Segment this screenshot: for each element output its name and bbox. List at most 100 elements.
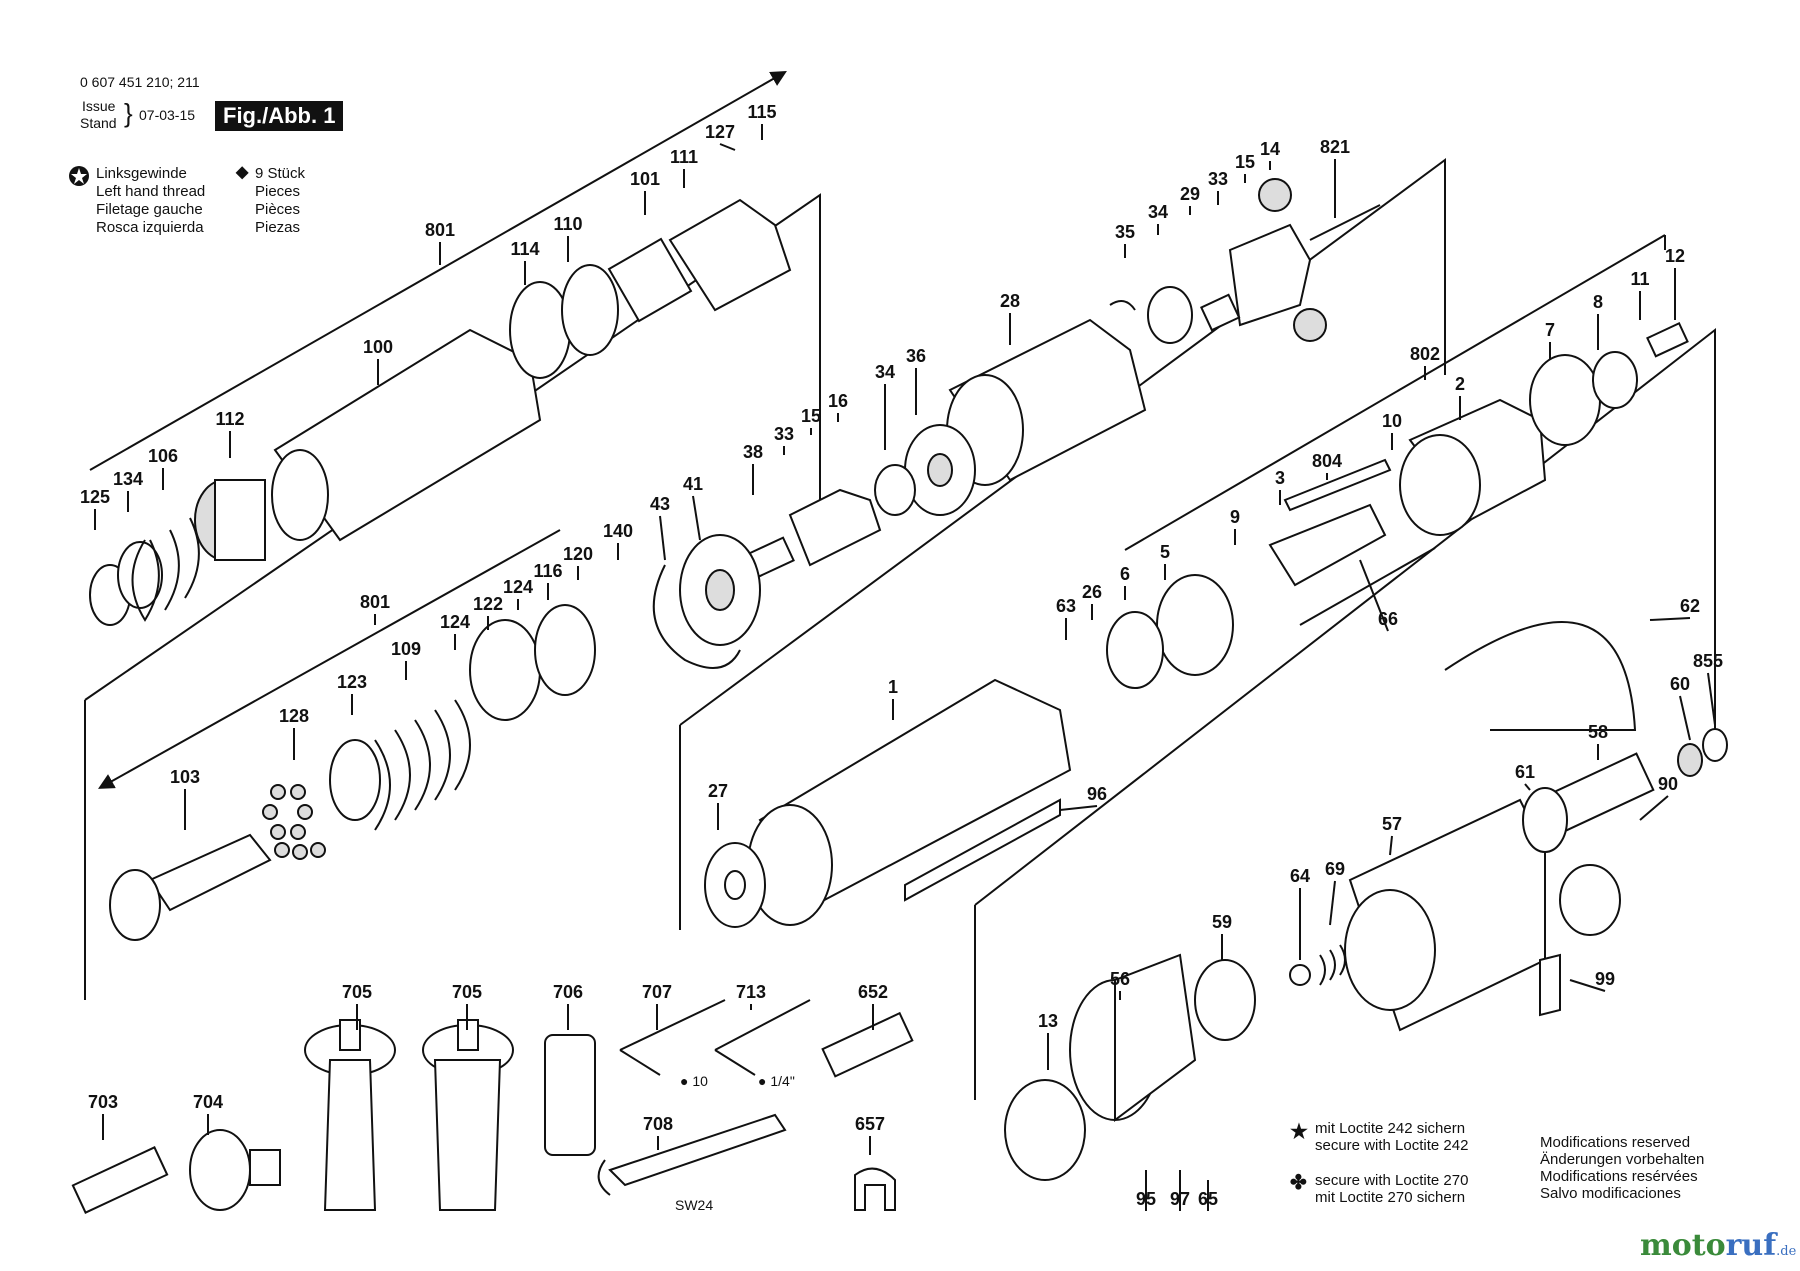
part-56-label: 56 xyxy=(1110,969,1130,989)
part-801-bottom-label: 801 xyxy=(360,592,390,612)
bearing-41 xyxy=(679,534,761,646)
note-loctite-242: mit Loctite 242 sichern secure with Loct… xyxy=(1315,1120,1468,1154)
part-33-mid-label: 33 xyxy=(774,424,794,444)
star-circle-icon xyxy=(69,166,89,186)
part-15-mid-label: 15 xyxy=(801,406,821,426)
part-705-b-label: 705 xyxy=(452,982,482,1002)
part-58-label: 58 xyxy=(1588,722,1608,742)
part-140-label: 140 xyxy=(603,521,633,541)
plate-13 xyxy=(1004,1079,1086,1181)
part-804-label: 804 xyxy=(1312,451,1342,471)
balls-128 xyxy=(262,784,326,860)
ring-110 xyxy=(561,264,619,356)
washer-34 xyxy=(874,464,916,516)
part-12-label: 12 xyxy=(1665,246,1685,266)
part-8-label: 8 xyxy=(1593,292,1603,312)
part-11-label: 11 xyxy=(1630,269,1649,289)
mod-fr: Modifications resérvées xyxy=(1540,1168,1698,1185)
star-icon: ★ xyxy=(1290,1121,1308,1143)
part-128-label: 128 xyxy=(279,706,309,726)
legend-left-hand-thread: Linksgewinde Left hand thread Filetage g… xyxy=(96,165,205,237)
part-9-label: 9 xyxy=(1230,507,1240,527)
part-112-label: 112 xyxy=(215,409,244,429)
part-124-a-label: 124 xyxy=(503,577,533,597)
axis-line-right xyxy=(1124,234,1666,551)
legend-pieces-en: Pieces xyxy=(255,183,301,200)
clover-icon: ✤ xyxy=(1290,1172,1307,1194)
part-5-label: 5 xyxy=(1160,542,1170,562)
part-90-label: 90 xyxy=(1658,774,1678,794)
clip-43 xyxy=(652,564,741,669)
tube-1 xyxy=(747,678,1072,926)
part-28-label: 28 xyxy=(1000,291,1020,311)
note-242-en: secure with Loctite 242 xyxy=(1315,1137,1469,1154)
part-43-leader xyxy=(659,515,666,561)
label-96 xyxy=(904,798,1061,902)
part-64-label: 64 xyxy=(1290,866,1310,886)
washer-27 xyxy=(704,842,766,928)
screw-12 xyxy=(1646,322,1689,358)
part-705-a-label: 705 xyxy=(342,982,372,1002)
hex-10-text: 10 xyxy=(692,1073,708,1089)
part-707-label: 707 xyxy=(642,982,672,1002)
part-114-label: 114 xyxy=(510,239,539,259)
planet-carrier-29 xyxy=(1200,223,1312,332)
plate-7 xyxy=(1529,354,1601,446)
note-270-de: mit Loctite 270 sichern xyxy=(1315,1189,1466,1206)
part-106-label: 106 xyxy=(148,446,178,466)
ring-112 xyxy=(194,479,266,561)
hex-key-713 xyxy=(714,999,811,1076)
part-15-top-label: 15 xyxy=(1235,152,1255,172)
part-66-label: 66 xyxy=(1378,609,1398,629)
part-numbers: 0 607 451 210; 211 xyxy=(80,74,200,90)
handle-705-a xyxy=(304,1019,396,1211)
axis-line-top xyxy=(89,71,787,471)
part-120-label: 120 xyxy=(563,544,593,564)
part-708-label: 708 xyxy=(643,1114,673,1134)
part-43-label: 43 xyxy=(650,494,670,514)
note-270-en: secure with Loctite 270 xyxy=(1315,1172,1469,1189)
part-57-label: 57 xyxy=(1382,814,1402,834)
part-26-label: 26 xyxy=(1082,582,1102,602)
mod-es: Salvo modificaciones xyxy=(1540,1185,1681,1202)
plate-116 xyxy=(534,604,596,696)
bearing-36 xyxy=(904,424,976,516)
part-127-leader xyxy=(719,143,736,151)
washer-34-top xyxy=(1147,286,1193,344)
part-706-label: 706 xyxy=(553,982,583,1002)
part-41-label: 41 xyxy=(683,474,703,494)
spring-134 xyxy=(89,517,200,626)
note-loctite-270: secure with Loctite 270 mit Loctite 270 … xyxy=(1315,1172,1468,1206)
part-61-leader xyxy=(1524,783,1531,791)
part-14-label: 14 xyxy=(1260,139,1280,159)
part-66-leader xyxy=(1359,559,1389,632)
part-61-label: 61 xyxy=(1515,762,1535,782)
part-41-leader xyxy=(692,495,701,541)
part-124-b-label: 124 xyxy=(440,612,470,632)
part-63-label: 63 xyxy=(1056,596,1076,616)
shaft-103 xyxy=(109,833,272,941)
gear-14 xyxy=(1258,178,1292,212)
part-127-label: 127 xyxy=(705,122,735,142)
part-3-label: 3 xyxy=(1275,468,1285,488)
bearing-122 xyxy=(469,619,541,721)
pin-821 xyxy=(1309,204,1381,241)
part-95-label: 95 xyxy=(1136,1189,1156,1209)
hex-key-707 xyxy=(619,999,726,1076)
stand-label: Stand xyxy=(80,115,117,131)
part-125-label: 125 xyxy=(80,487,110,507)
part-101-label: 101 xyxy=(630,169,660,189)
part-1-label: 1 xyxy=(888,677,898,697)
cylinder-28 xyxy=(946,318,1147,486)
wire-62 xyxy=(1444,621,1637,731)
clamp-704 xyxy=(189,1129,281,1211)
part-111-label: 111 xyxy=(670,147,698,167)
part-123-label: 123 xyxy=(337,672,367,692)
legend-lht-en: Left hand thread xyxy=(96,183,206,200)
mod-en: Modifications reserved xyxy=(1540,1134,1691,1151)
screen-60 xyxy=(1677,743,1703,777)
legend-lht-es: Rosca izquierda xyxy=(96,219,204,236)
valve-56 xyxy=(1069,953,1197,1122)
hex-quarter-text: 1/4" xyxy=(770,1073,795,1089)
